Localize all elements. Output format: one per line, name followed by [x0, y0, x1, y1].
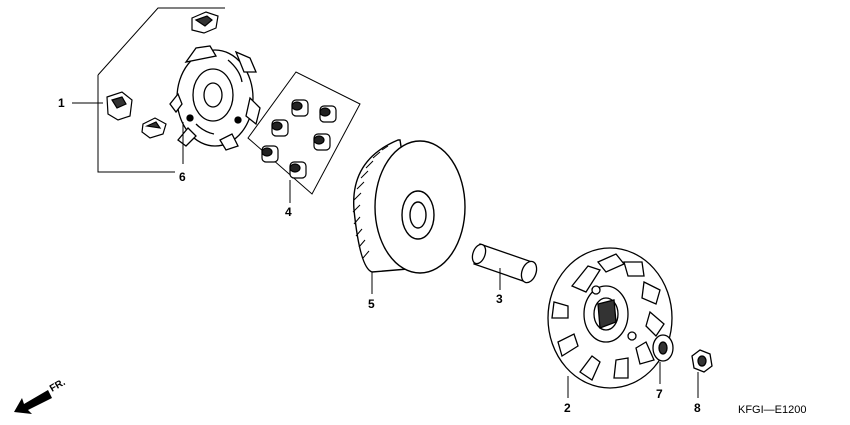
weight-roller	[291, 99, 309, 117]
callout-4: 4	[285, 205, 292, 219]
collar	[471, 243, 538, 284]
weight-roller	[261, 145, 279, 163]
ramp-plate	[169, 45, 261, 151]
drive-face-teeth	[352, 145, 389, 259]
drawing-code: KFGI—E1200	[738, 404, 806, 416]
callout-3: 3	[496, 292, 503, 306]
slide-piece-middle	[141, 117, 167, 139]
callout-8: 8	[694, 401, 701, 415]
weight-roller	[313, 133, 331, 151]
weight-roller	[271, 119, 289, 137]
weight-roller	[289, 161, 307, 179]
callout-5: 5	[368, 297, 375, 311]
front-marker-label: FR.	[48, 377, 68, 395]
drive-plate	[547, 247, 673, 389]
callout-2: 2	[564, 401, 571, 415]
weight-rollers	[261, 99, 337, 179]
slide-piece-upper	[191, 11, 219, 34]
leader-lines	[72, 102, 699, 398]
washer	[652, 334, 674, 362]
drive-face	[352, 139, 466, 274]
slide-piece-left	[106, 91, 133, 121]
nut	[691, 349, 713, 373]
weight-roller	[319, 105, 337, 123]
callout-7: 7	[656, 387, 663, 401]
group-outline-1-6	[97, 7, 225, 173]
callout-1: 1	[58, 96, 65, 110]
drive-plate-fins	[551, 253, 665, 381]
callout-6: 6	[179, 170, 186, 184]
front-arrow-icon	[14, 390, 52, 414]
